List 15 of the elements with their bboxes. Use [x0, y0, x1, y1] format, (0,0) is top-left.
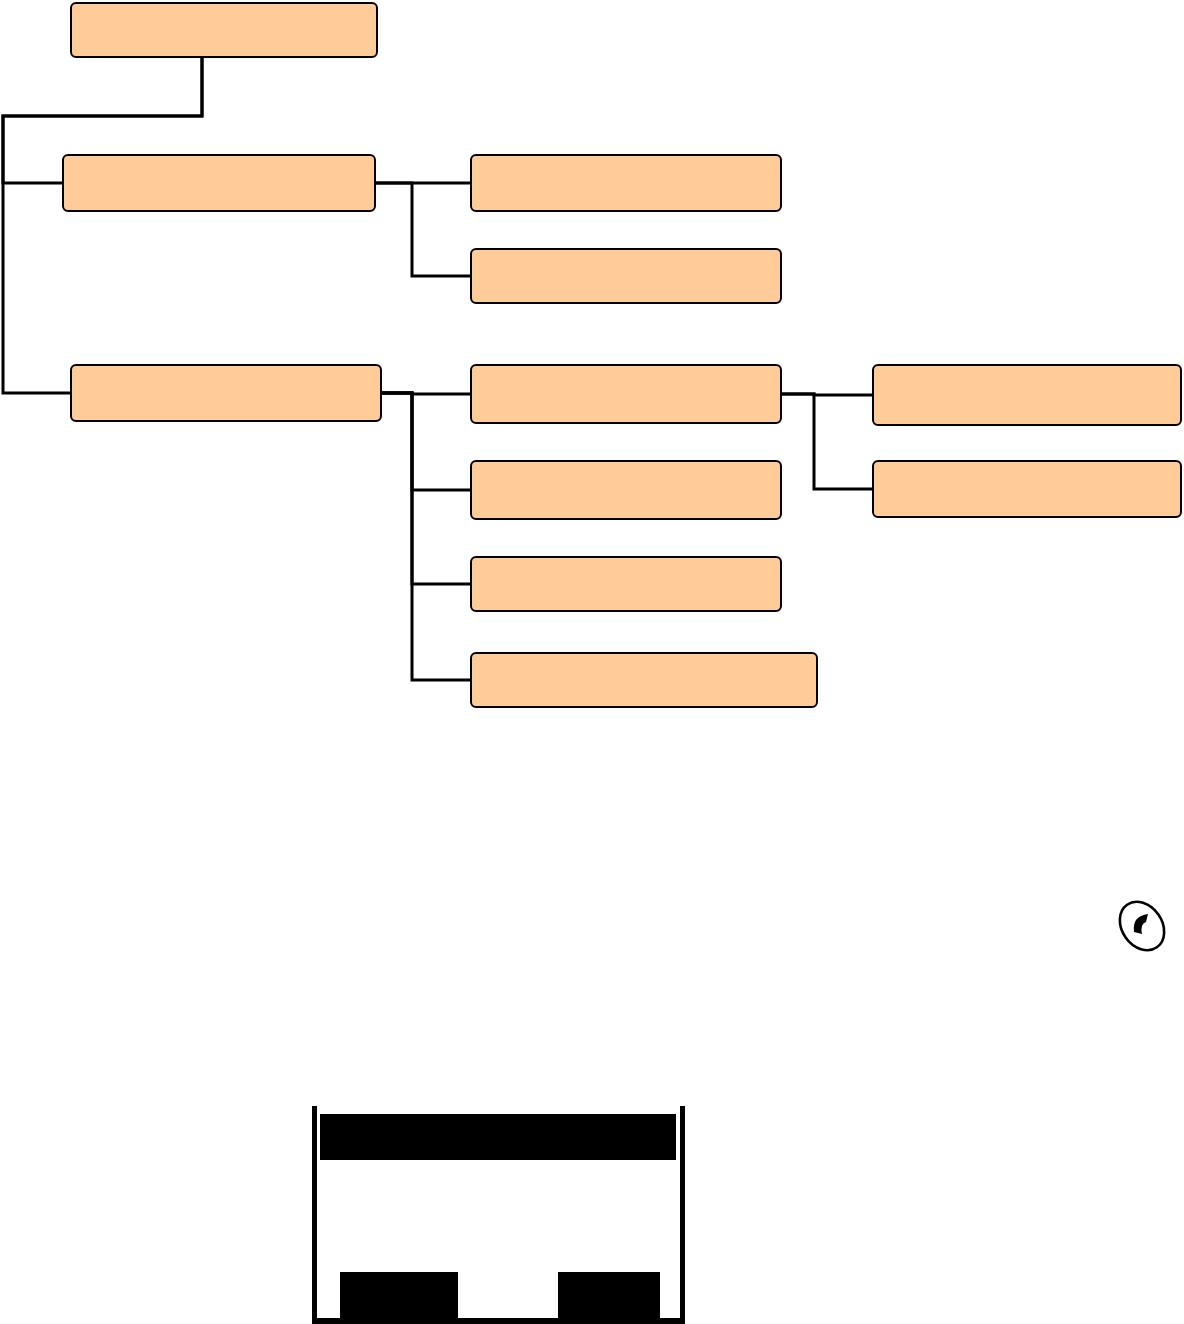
empty-box — [872, 364, 1182, 426]
empty-box — [62, 154, 376, 212]
connector-line — [1, 58, 204, 395]
connector-line — [376, 181, 470, 278]
empty-box — [470, 154, 782, 212]
connector-line — [382, 391, 470, 682]
connector-line — [782, 392, 872, 491]
empty-box — [70, 2, 378, 58]
empty-box — [470, 652, 818, 708]
empty-box — [470, 556, 782, 612]
empty-box — [470, 248, 782, 304]
empty-box — [872, 460, 1182, 518]
empty-box — [70, 364, 382, 422]
empty-box — [470, 460, 782, 520]
empty-box — [470, 364, 782, 424]
